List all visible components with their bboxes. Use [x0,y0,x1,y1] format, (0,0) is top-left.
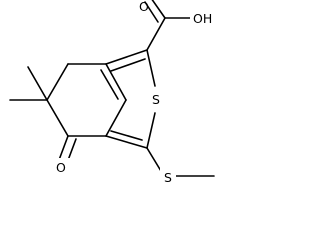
carboxyl-oxygen-label: O [139,0,149,14]
bond-thiophene-4 [105,135,148,149]
bond-acid-co-1 [151,0,166,19]
ketone-oxygen-label: O [56,160,66,175]
atom-bg-thioether-s [160,168,176,186]
bond-c-ring6-inner [100,69,119,100]
ring-sulfur-label: S [152,92,160,107]
bond-thiophene-1-inner [110,58,146,72]
bond-thiophene-2 [146,49,156,87]
bond-c-ring5 [105,99,127,137]
bond-c-ring3 [46,99,69,137]
atom-bg-oh [190,9,216,27]
bond-ketone-1 [58,135,69,161]
bond-acid-c [146,17,166,51]
bond-acid-co-2 [144,1,159,23]
chemical-structure-diagram: S S OH O O [9,0,216,186]
bond-c-ring6 [105,63,127,101]
bond-thiophene-1 [105,49,148,65]
atom-bg-ketone-o [52,158,70,176]
hydroxyl-label: OH [193,11,212,26]
bond-c-ring2 [46,63,69,101]
bond-methyl-b [27,66,48,101]
bond-thiophene-3 [146,112,156,149]
atom-bg-ring-s [148,90,164,108]
thioether-sulfur-label: S [164,170,172,185]
bond-thiophene-4-inner [110,130,143,141]
